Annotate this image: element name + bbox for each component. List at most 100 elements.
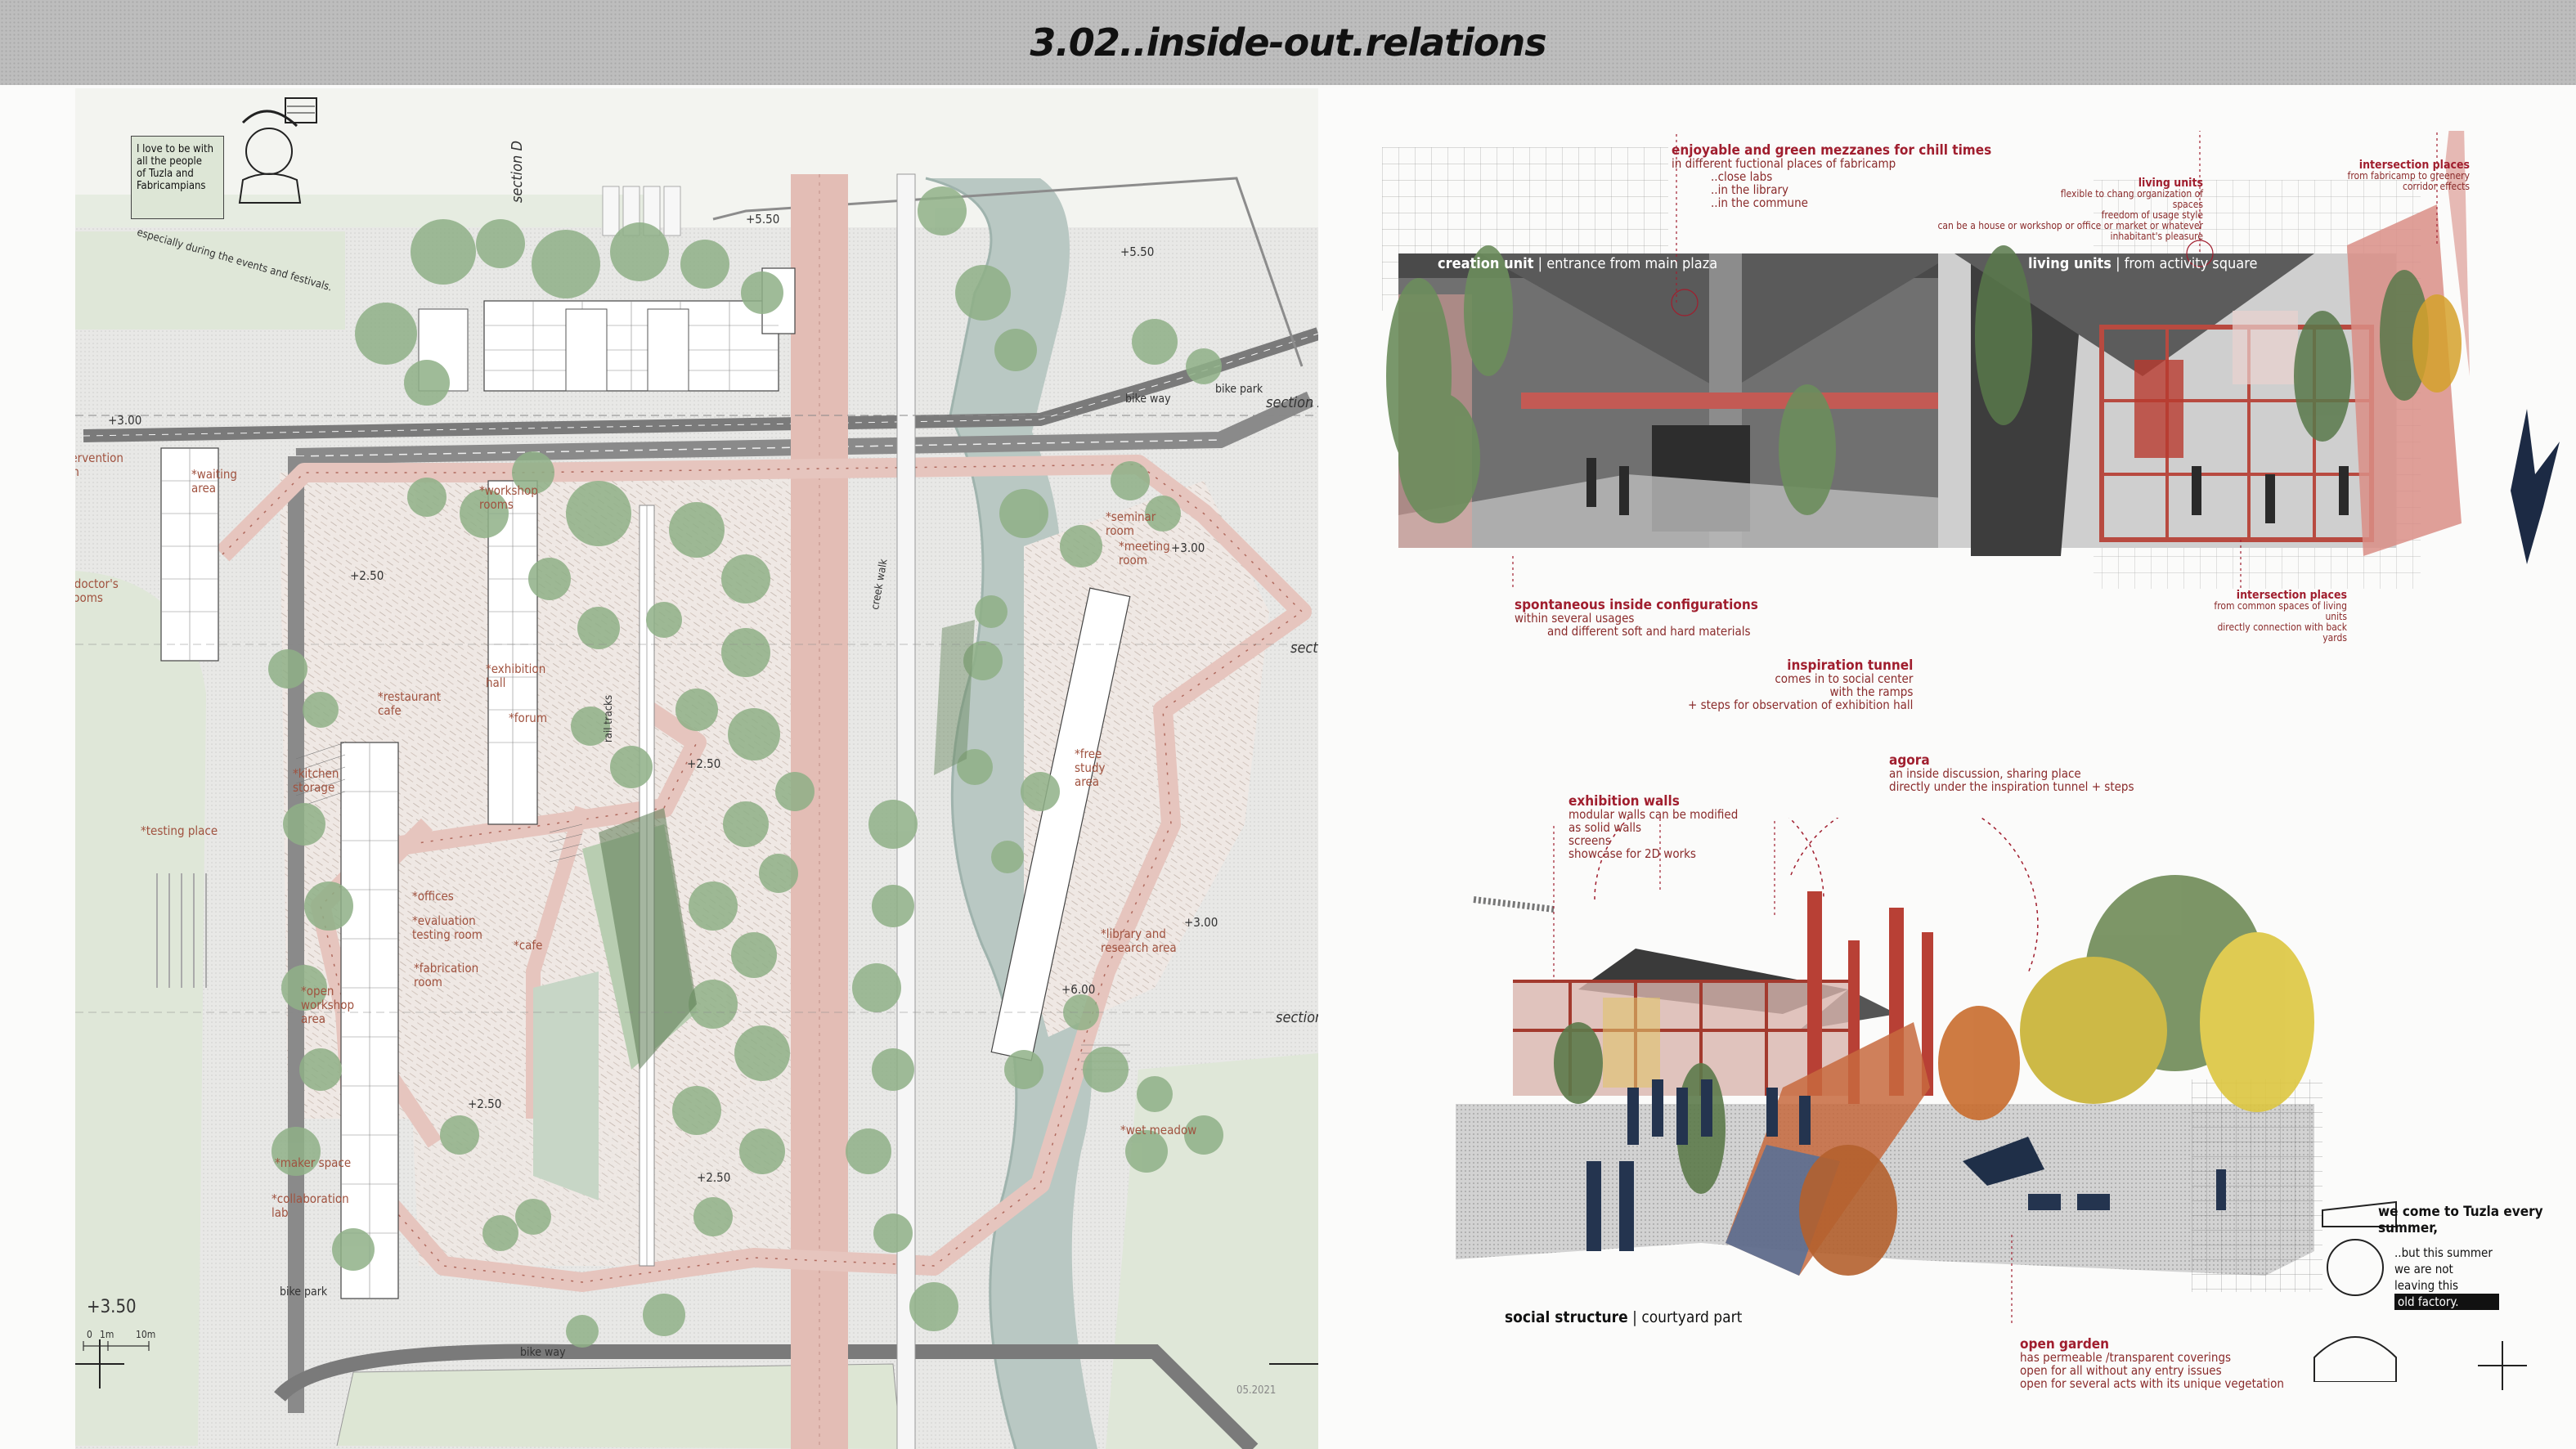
date-label: 05.2021 — [1236, 1384, 1277, 1397]
section-a-label: section A — [1266, 394, 1318, 411]
social-structure-title: social structure — [1505, 1308, 1628, 1326]
exhibition-walls-annotation: exhibition walls modular walls can be mo… — [1568, 793, 1739, 861]
elevation-label: +2.50 — [697, 1170, 731, 1185]
annotation-line: + steps for observation of exhibition ha… — [1688, 698, 1914, 712]
annotation-line: can be a house or workshop or office or … — [1937, 220, 2203, 242]
path-label: rail tracks — [603, 694, 615, 742]
living-units-title: living units — [2028, 255, 2112, 272]
living-units-subtitle: from activity square — [2124, 255, 2258, 272]
program-label: *wet meadow — [1120, 1123, 1197, 1137]
annotation-title: intersection places — [2358, 159, 2470, 172]
scale-label: 1m — [100, 1329, 114, 1340]
right-quote-text: ..but this summer we are not leaving thi… — [2394, 1245, 2499, 1310]
annotation-line: open for several acts with its unique ve… — [2020, 1376, 2284, 1391]
section-d-label: section D — [509, 141, 526, 203]
spontaneous-annotation: spontaneous inside configurations within… — [1515, 597, 1758, 639]
creation-unit-title: creation unit — [1438, 255, 1534, 272]
annotation-line: comes in to social center — [1775, 671, 1914, 686]
path-label: bike park — [280, 1285, 328, 1299]
annotation-line: within several usages — [1515, 611, 1635, 626]
elevation-label: +3.00 — [1171, 541, 1205, 555]
elevation-label: +3.00 — [1184, 915, 1218, 930]
annotation-title: living units — [2138, 177, 2203, 190]
courtyard-perspective: social structure | courtyard part — [1456, 744, 2519, 1341]
intersection-bottom-annotation: intersection places from common spaces o… — [2192, 590, 2347, 644]
annotation-line: ..close labs — [1711, 169, 1773, 184]
annotation-line: with the ramps — [1829, 684, 1914, 699]
program-label: *restaurant cafe — [378, 689, 442, 718]
annotation-line: as solid walls — [1568, 820, 1642, 835]
annotation-line: ..in the commune — [1711, 195, 1808, 210]
program-label: *doctor's rooms — [75, 576, 119, 605]
elevation-label: +6.00 — [1061, 982, 1096, 997]
page-title: 3.02..inside-out.relations — [1030, 20, 1546, 65]
annotation-line: modular walls can be modified — [1568, 807, 1739, 822]
section-perspectives: creation unit | entrance from main plaza… — [1382, 16, 2568, 638]
elevation-label: +3.00 — [108, 413, 142, 428]
annotation-line: directly connection with back yards — [2217, 621, 2347, 644]
program-label: *workshop rooms — [479, 483, 538, 512]
quote-line: ..but this summer — [2394, 1245, 2493, 1260]
program-label: *free study area — [1075, 747, 1106, 789]
inspiration-tunnel-annotation: inspiration tunnel comes in to social ce… — [1688, 657, 1914, 712]
annotation-line: and different soft and hard materials — [1547, 624, 1751, 639]
path-label: bike way — [1125, 393, 1171, 406]
intersection-top-annotation: intersection places from fabricamp to gr… — [2322, 159, 2470, 192]
program-label: *collaboration lab — [272, 1191, 349, 1220]
creation-unit-caption: creation unit | entrance from main plaza — [1438, 255, 1718, 272]
annotation-line: open for all without any entry issues — [2020, 1363, 2222, 1378]
creation-unit-subtitle: entrance from main plaza — [1546, 255, 1718, 272]
annotation-line: from common spaces of living units — [2214, 600, 2347, 622]
elevation-label: +2.50 — [350, 568, 384, 583]
quote-line: we are not — [2394, 1262, 2453, 1276]
sketch-figure-right — [2313, 1200, 2397, 1382]
path-label: bike park — [1215, 383, 1263, 396]
quote-line: I love to be with — [137, 143, 213, 155]
living-units-caption: living units | from activity square — [2028, 255, 2258, 272]
site-plan-drawing — [75, 88, 1318, 1449]
sketch-figure — [238, 97, 317, 204]
right-quote-headline: we come to Tuzla every summer, — [2378, 1204, 2543, 1236]
elevation-label: +2.50 — [468, 1097, 502, 1111]
program-label: *seminar room — [1106, 509, 1156, 538]
quote-line: leaving this — [2394, 1278, 2459, 1293]
elevation-label: +5.50 — [1120, 244, 1155, 259]
annotation-line: flexible to chang organization of spaces — [2060, 188, 2203, 210]
quote-line: all the people — [137, 155, 202, 168]
program-label: *exhibition hall — [486, 662, 546, 690]
elevation-label: +2.50 — [687, 756, 721, 771]
annotation-line: from fabricamp to greenery — [2347, 170, 2470, 182]
section-c-label: section C — [1276, 1009, 1318, 1026]
living-units-annotation: living units flexible to chang organizat… — [1937, 177, 2203, 242]
annotation-title: inspiration tunnel — [1787, 657, 1914, 674]
quote-box: I love to be with all the people of Tuzl… — [131, 136, 224, 219]
program-label: *cafe — [514, 938, 543, 953]
annotation-line: ..in the library — [1711, 182, 1789, 197]
header-bar: 3.02..inside-out.relations — [0, 0, 2576, 85]
annotation-title: enjoyable and green mezzanes for chill t… — [1672, 142, 1992, 159]
corner-mark — [2478, 1341, 2527, 1390]
section-b-label: section B — [1290, 639, 1318, 657]
program-label: *kitchen storage — [293, 766, 339, 795]
annotation-title: intersection places — [2236, 589, 2347, 602]
program-label: *maker space — [275, 1155, 352, 1170]
annotation-title: open garden — [2020, 1336, 2110, 1353]
program-label: *forum — [509, 711, 547, 725]
program-label: *waiting area — [191, 467, 237, 496]
annotation-line: an inside discussion, sharing place — [1889, 766, 2081, 781]
program-label: *intervention room — [75, 451, 123, 479]
annotation-title: exhibition walls — [1568, 793, 1680, 810]
path-label: bike way — [520, 1346, 566, 1359]
program-label: *evaluation testing room — [412, 913, 482, 942]
program-label: *fabrication room — [414, 961, 479, 989]
annotation-title: spontaneous inside configurations — [1515, 597, 1758, 613]
scale-label: 0 — [87, 1329, 92, 1340]
annotation-line: in different fuctional places of fabrica… — [1672, 156, 1896, 171]
site-plan: I love to be with all the people of Tuzl… — [75, 88, 1318, 1449]
section-perspectives-drawing — [1382, 16, 2560, 589]
annotation-line: has permeable /transparent coverings — [2020, 1350, 2232, 1365]
quote-line: Fabricampians — [137, 180, 206, 192]
program-label: *meeting room — [1119, 539, 1170, 567]
courtyard-perspective-drawing — [1456, 744, 2322, 1325]
annotation-line: screens — [1568, 833, 1611, 848]
